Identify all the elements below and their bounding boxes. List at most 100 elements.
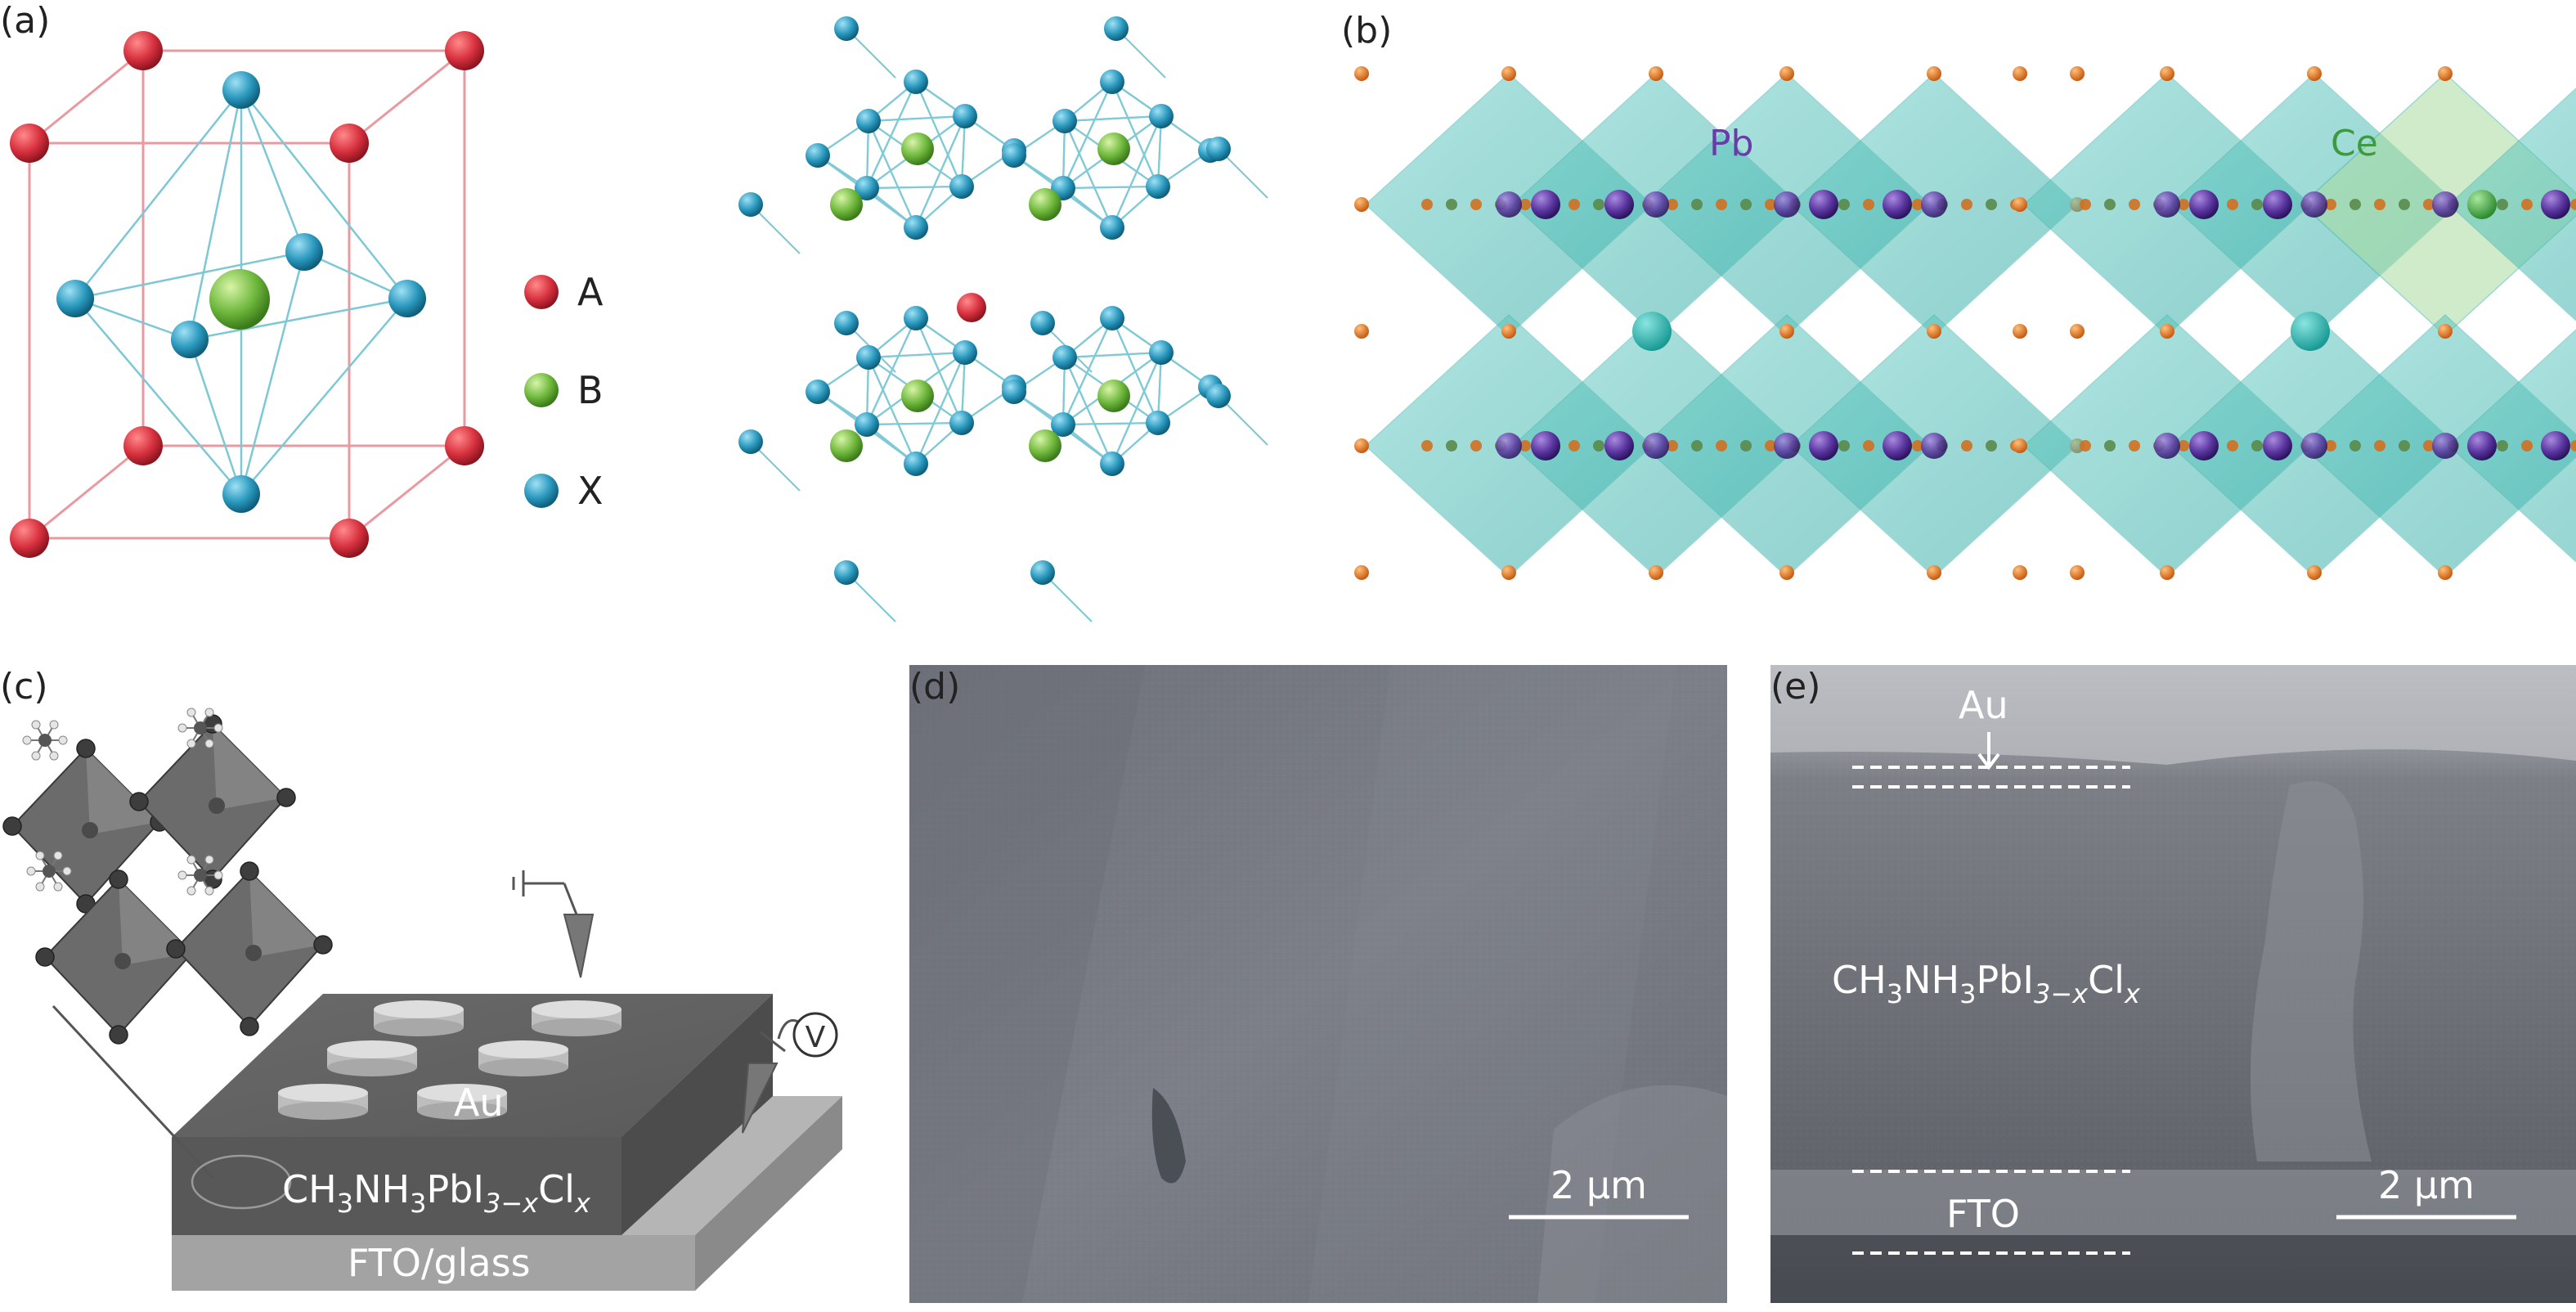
lattice-x-atom	[1100, 306, 1124, 330]
pb-atom	[1774, 433, 1800, 459]
lattice-b-atom	[1097, 380, 1130, 412]
lattice-x-atom	[1052, 109, 1077, 133]
panel-a: (a)	[0, 0, 1268, 622]
substrate-label: FTO/glass	[348, 1241, 531, 1285]
halide-atom	[1501, 66, 1516, 81]
lattice-x-atom	[904, 70, 928, 94]
lattice-b-atom	[830, 429, 863, 462]
lattice-x-atom	[856, 345, 881, 370]
panel-d-label: (d)	[909, 666, 960, 708]
probe-wiring	[52, 870, 801, 1210]
pb-atom	[1921, 433, 1947, 459]
lattice-x-atom	[1149, 340, 1174, 365]
halide-atom	[1501, 324, 1516, 339]
au-label-c: Au	[454, 1081, 504, 1125]
pb-atom	[1531, 190, 1560, 219]
panel-e-label: (e)	[1770, 666, 1820, 708]
panel-c: (c)	[0, 666, 842, 1291]
pb-atom	[2301, 433, 2327, 459]
methylammonium-molecule	[26, 851, 72, 892]
halide-atom	[1354, 197, 1369, 212]
legend-label-x: X	[577, 469, 604, 513]
lattice-x-atom	[904, 306, 928, 330]
halide-atom	[2070, 565, 2085, 580]
au-electrode-array	[278, 1000, 622, 1120]
pb-atom	[2432, 433, 2458, 459]
halide-atom	[1779, 66, 1794, 81]
panel-b: (b) Pb Ce	[1341, 10, 2576, 580]
halide-atom	[1354, 438, 1369, 453]
ce-atom	[2467, 190, 2497, 219]
lattice-x-atom	[949, 411, 974, 435]
halide-atom	[1927, 66, 1941, 81]
pb-octahedra-structure	[1354, 66, 2085, 580]
legend-item-a: A	[524, 270, 604, 314]
halide-atom	[1927, 565, 1941, 580]
methylammonium-molecule	[22, 720, 68, 761]
halide-atom	[2070, 324, 2085, 339]
lattice-b-atom	[830, 188, 863, 221]
lattice-x-atom	[1146, 174, 1170, 199]
lattice-x-atom	[806, 143, 830, 168]
x-site-atoms	[56, 71, 426, 513]
halide-atom	[1354, 66, 1369, 81]
pb-atom	[1604, 431, 1634, 461]
octahedron	[2448, 88, 2576, 321]
pb-atom	[1774, 191, 1800, 218]
lattice-x-atom	[806, 380, 830, 404]
octahedron	[2448, 329, 2576, 563]
ce-label: Ce	[2331, 123, 2378, 164]
lattice-x-atom	[1146, 411, 1170, 435]
surface-defect	[1151, 1088, 1186, 1184]
unit-cell-diagram	[10, 31, 484, 558]
scalebar-label-e: 2 μm	[2378, 1163, 2475, 1207]
pb-atom	[1809, 190, 1838, 219]
halide-atom	[1354, 565, 1369, 580]
lattice-x-atom	[1206, 137, 1231, 161]
halide-atom	[1354, 324, 1369, 339]
panel-d: (d) 2 μm	[909, 665, 1727, 1303]
lattice-x-atom	[855, 412, 879, 437]
halide-atom	[2070, 66, 2085, 81]
halide-atom	[2013, 197, 2027, 212]
pb-atom	[1643, 191, 1669, 218]
lattice-x-atom	[1100, 70, 1124, 94]
lattice-x-atom	[834, 311, 859, 335]
pb-atom	[1531, 431, 1560, 461]
halide-atom	[1501, 565, 1516, 580]
lattice-b-atom	[901, 380, 934, 412]
a-site-atoms	[10, 31, 484, 558]
voltmeter-icon: V	[792, 1012, 838, 1058]
scalebar-label-d: 2 μm	[1551, 1163, 1647, 1207]
voltmeter-label: V	[806, 1021, 826, 1054]
pb-atom	[1921, 191, 1947, 218]
lattice-x-atom	[1030, 311, 1055, 335]
pb-atom	[2189, 431, 2219, 461]
lattice-x-atom	[953, 104, 977, 128]
perovskite-label-c: CH3NH3PbI3−xClx	[282, 1167, 591, 1219]
panel-b-label: (b)	[1341, 10, 1392, 52]
lattice-x-atom	[1206, 384, 1231, 408]
lattice-x-atom	[1100, 215, 1124, 240]
pb-atom	[2263, 190, 2292, 219]
lattice-x-atom	[856, 109, 881, 133]
ce-doped-octahedra-structure	[2013, 66, 2576, 580]
halide-atom	[2013, 438, 2027, 453]
panel-e: (e) Au CH3NH3PbI3−xClx FTO 2 μm	[1770, 665, 2576, 1303]
pb-atom	[2263, 431, 2292, 461]
panel-c-label: (c)	[0, 666, 48, 708]
pb-atom	[1883, 431, 1912, 461]
pb-atom	[2541, 190, 2570, 219]
a-site-cation	[1632, 312, 1672, 351]
lattice-x-atom	[1100, 452, 1124, 476]
pb-atom	[1604, 190, 1634, 219]
lattice-x-atom	[834, 16, 859, 41]
lattice-x-atom	[738, 429, 763, 454]
lattice-x-atom	[738, 192, 763, 217]
legend-item-x: X	[524, 469, 604, 513]
lattice-b-atom	[901, 133, 934, 165]
pb-atom	[1643, 433, 1669, 459]
halide-atom	[2438, 324, 2453, 339]
pb-atom	[2541, 431, 2570, 461]
